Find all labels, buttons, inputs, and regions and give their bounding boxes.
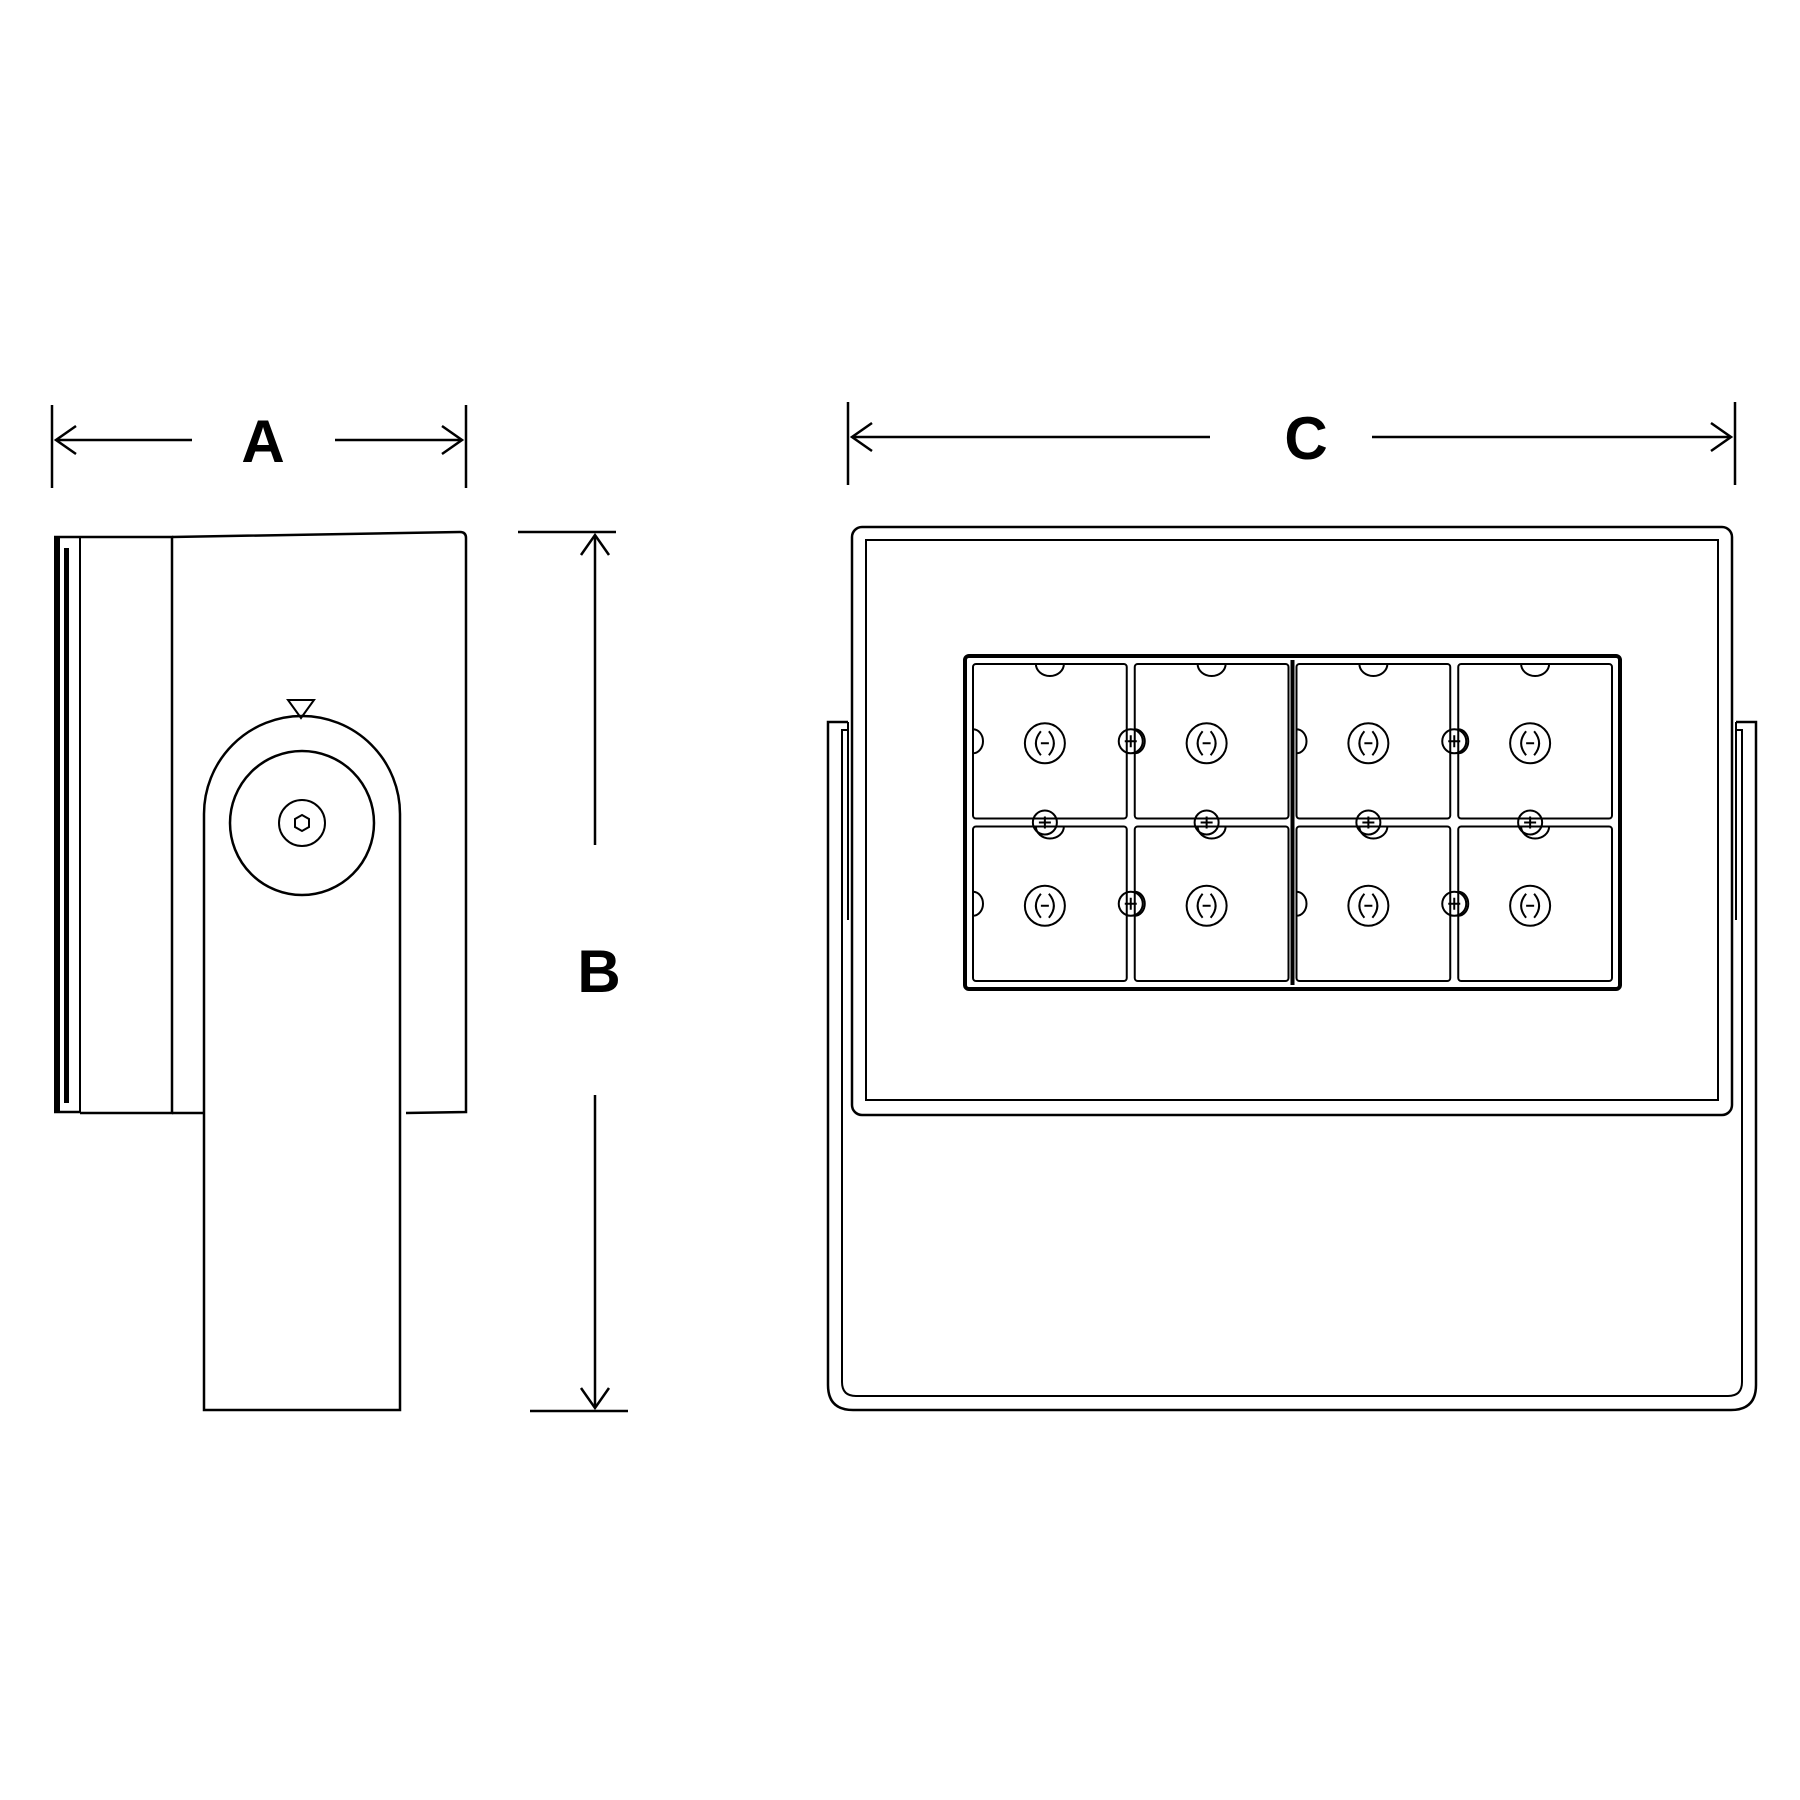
led-lens-mark (1048, 893, 1055, 919)
side-view-front-ring (80, 535, 174, 1115)
dimension-b-arrow-top (579, 532, 611, 556)
led-lens-mark (1533, 730, 1541, 756)
led-cell-notch (1296, 890, 1308, 917)
screw-icon (1355, 809, 1382, 836)
dimension-c-arrow-right (1710, 421, 1734, 453)
screw-icon (1117, 728, 1144, 755)
led-lens-mark (1371, 893, 1379, 919)
led-cell (1295, 663, 1452, 820)
led-cell (1295, 825, 1452, 982)
led-cell-notch (1458, 728, 1470, 755)
front-view-bracket (826, 720, 1758, 1412)
dimension-a-arrow-left (53, 424, 77, 456)
led-lens-mark (1209, 730, 1217, 756)
led-cell (1133, 663, 1290, 820)
led-cell-notch (1134, 890, 1146, 917)
pivot-bolt (278, 799, 326, 847)
led-lens-mark (1048, 730, 1055, 756)
led-cell-notch (972, 728, 984, 755)
led-lens-icon (1185, 884, 1228, 927)
led-lens-icon (1509, 722, 1552, 765)
led-cell-notch (1458, 890, 1470, 917)
front-view-housing (850, 525, 1734, 1117)
led-lens-mark (1209, 893, 1217, 919)
screw-icon (1441, 890, 1468, 917)
screw-icon (1441, 728, 1468, 755)
dimension-b-arrow-bottom (579, 1387, 611, 1411)
led-cell-notch (1520, 663, 1551, 677)
dimension-c-arrow-left (849, 421, 873, 453)
led-lens-mark (1196, 730, 1204, 756)
led-cell (972, 825, 1128, 982)
hex-socket-icon (294, 813, 310, 833)
led-cell-notch (1034, 663, 1065, 677)
led-lens-mark (1034, 893, 1042, 919)
dimension-c: C (846, 402, 1737, 485)
screw-icon (1117, 890, 1144, 917)
dimension-a-label: A (241, 408, 284, 475)
dimension-b-label: B (577, 938, 620, 1005)
screw-icon (1193, 809, 1220, 836)
led-module-frame (963, 654, 1622, 991)
dimension-a: A (50, 405, 468, 488)
dimension-b: B (518, 530, 628, 1413)
led-module (963, 654, 1622, 991)
led-cell-notch (1196, 663, 1227, 677)
led-lens-mark (1358, 730, 1366, 756)
front-view (826, 525, 1758, 1412)
aim-indicator-triangle-icon (286, 699, 316, 720)
led-lens-mark (1196, 893, 1204, 919)
led-cell-notch (1358, 663, 1389, 677)
led-cell (1457, 663, 1613, 820)
led-lens-icon (1347, 722, 1390, 765)
dimension-a-arrow-right (441, 424, 465, 456)
screw-icon (1031, 809, 1058, 836)
led-lens-mark (1520, 730, 1527, 756)
led-lens-icon (1185, 722, 1228, 765)
led-lens-icon (1509, 884, 1552, 927)
side-view-rear-body (171, 530, 468, 1115)
led-lens-mark (1533, 893, 1541, 919)
side-view-lens (54, 535, 81, 1114)
led-cell (1133, 825, 1290, 982)
led-cell (972, 663, 1128, 820)
side-view (54, 530, 468, 1412)
led-lens-icon (1023, 722, 1066, 765)
led-cell-notch (1134, 728, 1146, 755)
led-cell-notch (1296, 728, 1308, 755)
led-lens-icon (1347, 884, 1390, 927)
led-lens-mark (1520, 893, 1527, 919)
led-lens-mark (1371, 730, 1379, 756)
front-view-housing-inner (865, 539, 1719, 1101)
led-lens-icon (1023, 884, 1066, 927)
led-cell-notch (972, 890, 984, 917)
dimension-c-label: C (1284, 405, 1327, 472)
led-lens-mark (1034, 730, 1042, 756)
led-lens-mark (1358, 893, 1366, 919)
side-view-bracket-arm (202, 714, 402, 1412)
led-cell (1457, 825, 1613, 982)
pivot-knob (228, 749, 376, 897)
screw-icon (1517, 809, 1544, 836)
